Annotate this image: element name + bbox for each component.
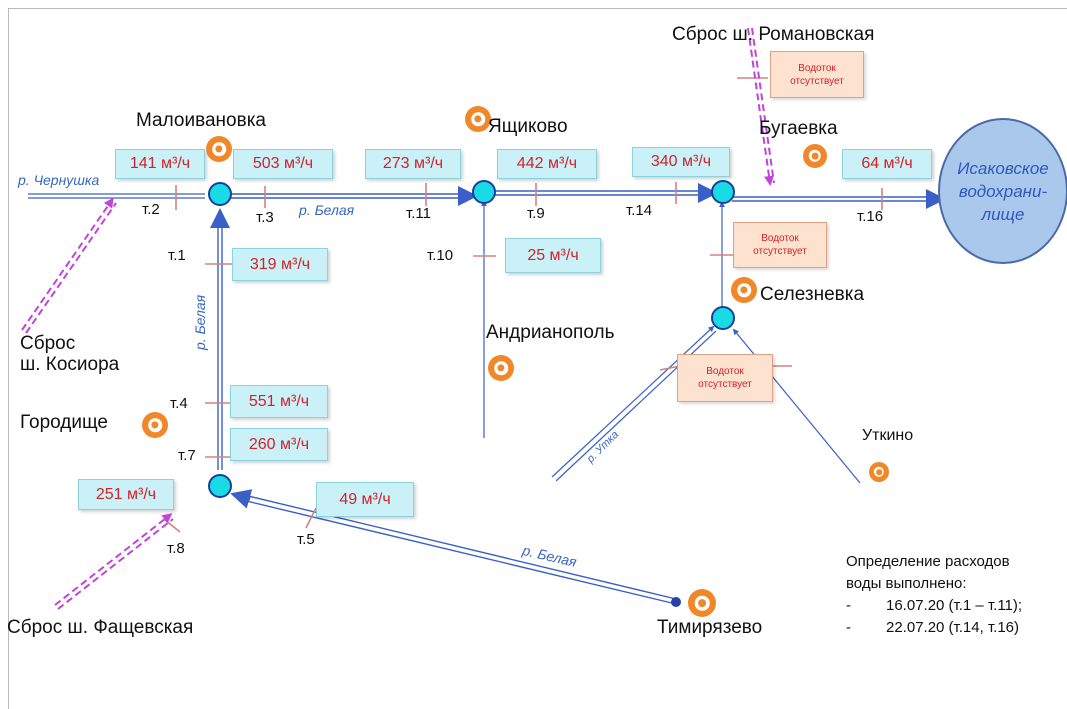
discharge-romanovskaya: Сброс ш. Романовская bbox=[672, 24, 875, 45]
river-network-diagram bbox=[21, 27, 946, 610]
point-label-t7: т.7 bbox=[178, 447, 196, 464]
settlement-icon-yashchikovo bbox=[465, 106, 491, 132]
place-andrianopol: Андрианополь bbox=[486, 322, 615, 343]
place-bugaevka: Бугаевка bbox=[759, 118, 838, 139]
place-utkino: Уткино bbox=[862, 427, 914, 444]
river-belaya-main bbox=[230, 183, 946, 209]
note-item-2: - 22.07.20 (т.14, т.16) bbox=[846, 617, 1022, 639]
flow-box-t3: 503 м³/ч bbox=[233, 149, 333, 179]
note-dash-1: - bbox=[846, 597, 851, 614]
point-label-t2: т.2 bbox=[142, 201, 160, 218]
river-chernushka bbox=[28, 193, 205, 199]
node-seleznevka bbox=[711, 306, 735, 330]
note-title: Определение расходов bbox=[846, 553, 1010, 570]
point-label-t1: т.1 bbox=[168, 247, 186, 264]
junction-nodes bbox=[208, 180, 735, 498]
point-label-t4: т.4 bbox=[170, 395, 188, 412]
flow-box-t7: 260 м³/ч bbox=[230, 428, 328, 461]
reservoir-isakovskoe: Исаковское водохрани- лище bbox=[938, 118, 1067, 264]
point-label-t5: т.5 bbox=[297, 531, 315, 548]
river-belaya-vertical bbox=[210, 208, 230, 470]
node-maloivanovka bbox=[208, 182, 232, 206]
point-label-t14: т.14 bbox=[626, 202, 653, 219]
reservoir-label-line2: водохрани- bbox=[958, 181, 1048, 201]
node-main-east bbox=[711, 180, 735, 204]
place-timiryazevo: Тимирязево bbox=[657, 617, 763, 638]
point-label-t9: т.9 bbox=[527, 205, 545, 222]
absent-box-seleznevka: Водоток отсутствует bbox=[733, 222, 827, 268]
reservoir-label-line3: лище bbox=[981, 204, 1025, 224]
settlement-icon-bugaevka bbox=[803, 144, 827, 168]
point-label-t10: т.10 bbox=[427, 247, 454, 264]
place-gorodishche: Городище bbox=[20, 412, 108, 433]
measurement-note: Определение расходов воды выполнено: - 1… bbox=[846, 551, 1022, 639]
river-label-belaya-vertical: р. Белая bbox=[192, 294, 208, 350]
place-maloivanovka: Малоивановка bbox=[136, 110, 266, 131]
point-label-t16: т.16 bbox=[857, 208, 884, 225]
discharge-kosiora-line1: Сброс bbox=[20, 333, 76, 354]
flow-box-t14: 340 м³/ч bbox=[632, 147, 730, 177]
discharge-arrows bbox=[21, 27, 775, 610]
settlement-icon-andrianopol bbox=[488, 355, 514, 381]
flow-box-t8: 251 м³/ч bbox=[78, 479, 174, 510]
settlement-icon-maloivanovka bbox=[206, 136, 232, 162]
flow-box-t2: 141 м³/ч bbox=[115, 149, 205, 179]
flow-box-t4: 551 м³/ч bbox=[230, 385, 328, 418]
river-belaya-lower bbox=[230, 489, 681, 607]
flow-box-t16: 64 м³/ч bbox=[842, 149, 932, 179]
absent-box-romanovskaya: Водоток отсутствует bbox=[770, 51, 864, 98]
place-seleznevka: Селезневка bbox=[760, 284, 865, 305]
flow-box-t10: 25 м³/ч bbox=[505, 238, 601, 273]
measurement-ticks bbox=[164, 77, 883, 533]
reservoir-label-line1: Исаковское bbox=[957, 158, 1049, 178]
absent-box-utka: Водоток отсутствует bbox=[677, 354, 773, 402]
note-item-2-text: 22.07.20 (т.14, т.16) bbox=[886, 619, 1020, 636]
note-dash-2: - bbox=[846, 619, 851, 636]
river-label-belaya-main: р. Белая bbox=[299, 202, 355, 218]
node-yashchikovo bbox=[472, 180, 496, 204]
flow-box-t9: 442 м³/ч bbox=[497, 149, 597, 179]
point-label-t8: т.8 bbox=[167, 540, 185, 557]
discharge-kosiora-line2: ш. Косиора bbox=[20, 354, 120, 375]
point-label-t11: т.11 bbox=[406, 205, 431, 222]
flow-box-t1: 319 м³/ч bbox=[232, 248, 328, 281]
settlement-icon-gorodishche bbox=[142, 412, 168, 438]
node-gorodishche bbox=[208, 474, 232, 498]
flow-box-t5: 49 м³/ч bbox=[316, 482, 414, 517]
slide-frame bbox=[8, 8, 1067, 709]
settlement-icon-seleznevka bbox=[731, 277, 757, 303]
point-label-t3: т.3 bbox=[256, 209, 274, 226]
settlement-icon-timiryazevo bbox=[688, 589, 716, 617]
discharge-fashchevskaya: Сброс ш. Фащевская bbox=[7, 617, 194, 638]
note-title-2: воды выполнено: bbox=[846, 575, 967, 592]
settlement-icon-utkino bbox=[869, 462, 889, 482]
place-yashchikovo: Ящиково bbox=[488, 116, 568, 137]
flow-box-t11: 273 м³/ч bbox=[365, 149, 461, 179]
note-item-1: - 16.07.20 (т.1 – т.11); bbox=[846, 595, 1022, 617]
note-item-1-text: 16.07.20 (т.1 – т.11); bbox=[886, 597, 1023, 614]
river-label-chernushka: р. Чернушка bbox=[18, 172, 100, 188]
